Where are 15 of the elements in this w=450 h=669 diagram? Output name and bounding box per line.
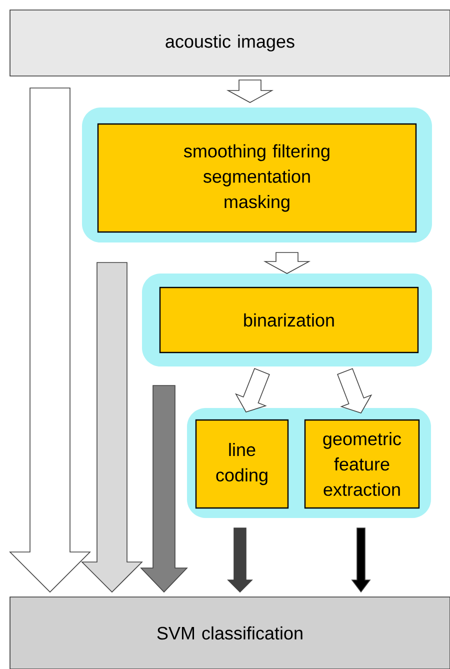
block-arrow (9, 88, 91, 593)
process-box: smoothing filtering segmentation masking (97, 123, 417, 233)
block-arrow (351, 528, 371, 593)
block-arrow (81, 262, 143, 593)
block-arrow (226, 80, 274, 103)
block-arrow (227, 528, 253, 593)
process-box: geometric feature extraction (304, 419, 420, 509)
stage-box: SVM classification (10, 596, 450, 669)
process-box: line coding (195, 419, 289, 509)
block-arrow (140, 385, 188, 593)
process-box: binarization (159, 286, 419, 354)
block-arrow (234, 368, 270, 412)
block-arrow (263, 252, 311, 274)
block-arrow (337, 368, 372, 414)
stage-box: acoustic images (10, 10, 450, 76)
